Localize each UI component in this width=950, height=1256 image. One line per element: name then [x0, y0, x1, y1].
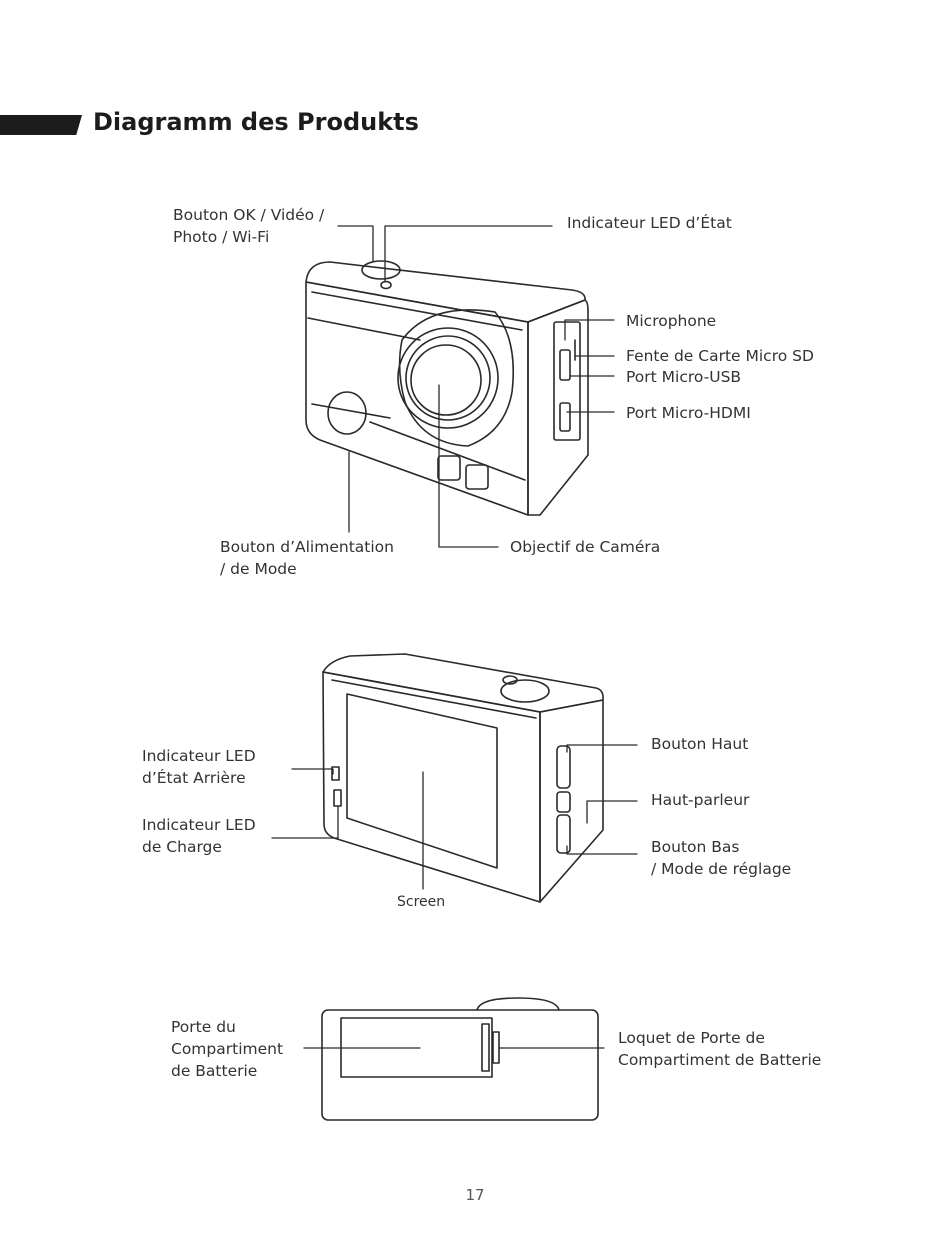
bottom-camera-illustration [321, 997, 599, 1121]
label-hdmi-port: Port Micro-HDMI [626, 404, 751, 422]
label-power-button-line2: / de Mode [220, 560, 297, 578]
label-door-latch-line2: Compartiment de Batterie [618, 1051, 822, 1069]
label-charge-led-line2: de Charge [142, 838, 222, 856]
label-down-button-line1: Bouton Bas [651, 838, 740, 856]
label-battery-door-line2: Compartiment [171, 1040, 284, 1058]
label-battery-door-line1: Porte du [171, 1018, 236, 1036]
lens-housing [398, 309, 515, 447]
side-port-panel [553, 321, 581, 441]
label-down-button: Bouton Bas / Mode de réglage [651, 836, 791, 880]
label-up-button: Bouton Haut [651, 735, 749, 753]
front-camera-front [305, 281, 529, 516]
label-ok-button: Bouton OK / Vidéo / Photo / Wi-Fi [173, 204, 324, 248]
label-battery-door-line3: de Batterie [171, 1062, 258, 1080]
label-charge-led: Indicateur LED de Charge [142, 814, 256, 858]
lens-outer-ring [397, 327, 499, 429]
label-door-latch-line1: Loquet de Porte de [618, 1029, 765, 1047]
label-power-button: Bouton d’Alimentation / de Mode [220, 536, 394, 580]
label-down-button-line2: / Mode de réglage [651, 860, 792, 878]
back-screen-shape [346, 693, 498, 869]
page-title: Diagramm des Produkts [93, 108, 419, 136]
label-ok-button-line1: Bouton OK / Vidéo / [173, 206, 325, 224]
front-camera-top [305, 261, 586, 323]
page-number: 17 [465, 1186, 485, 1204]
lens-glass [410, 344, 482, 416]
label-screen: Screen [397, 894, 446, 910]
label-door-latch: Loquet de Porte de Compartiment de Batte… [618, 1027, 821, 1071]
label-speaker: Haut-parleur [651, 791, 750, 809]
label-battery-door: Porte du Compartiment de Batterie [171, 1016, 283, 1082]
label-ok-button-line2: Photo / Wi-Fi [173, 228, 270, 246]
back-leader-lines [271, 744, 638, 890]
label-rear-led: Indicateur LED d’État Arrière [142, 745, 256, 789]
up-button-shape [556, 745, 571, 789]
label-microphone: Microphone [626, 312, 717, 330]
label-status-led: Indicateur LED d’État [567, 214, 732, 232]
label-rear-led-line1: Indicateur LED [142, 747, 256, 765]
label-usb-port: Port Micro-USB [626, 368, 742, 386]
header-bar [0, 115, 82, 135]
back-camera-back [322, 671, 541, 903]
front-camera-illustration [305, 260, 589, 516]
front-leader-lines [337, 225, 615, 548]
label-sd-slot: Fente de Carte Micro SD [626, 347, 814, 365]
label-lens: Objectif de Caméra [510, 538, 661, 556]
label-charge-led-line1: Indicateur LED [142, 816, 256, 834]
back-camera-side [539, 699, 604, 903]
label-power-button-line1: Bouton d’Alimentation [220, 538, 394, 556]
bottom-camera-body [321, 1009, 599, 1121]
front-camera-side [527, 299, 589, 516]
bottom-top-button [476, 997, 560, 1011]
back-camera-illustration [322, 653, 604, 903]
down-button-shape [556, 814, 571, 854]
back-camera-top [322, 653, 604, 713]
label-rear-led-line2: d’État Arrière [142, 769, 246, 787]
